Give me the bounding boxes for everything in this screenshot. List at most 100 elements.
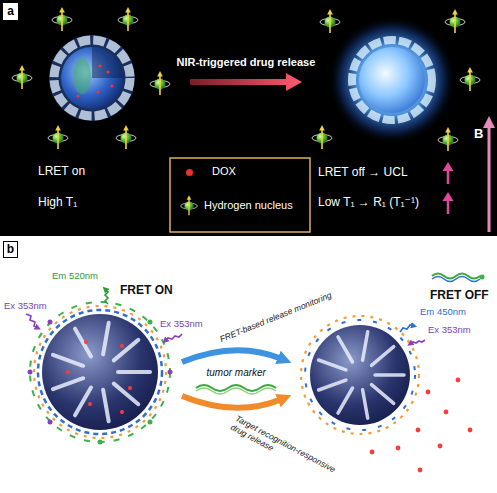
hydrogen-nucleus-symbols [438, 127, 458, 151]
gated-nanoparticle [148, 320, 153, 325]
loaded-nanoparticle [92, 47, 123, 78]
loaded-nanoparticle [61, 47, 123, 109]
gated-nanoparticle [66, 370, 70, 374]
opened-nanoparticle [305, 320, 415, 430]
hydrogen-nucleus-symbols [116, 125, 136, 149]
increase-arrows [443, 192, 454, 201]
gated-nanoparticle [120, 410, 124, 414]
panel-letter-box: a [3, 3, 18, 20]
process-label: Target recognition-responsive drug relea… [229, 414, 349, 490]
hydrogen-nucleus-symbols [312, 125, 332, 149]
panel-letter: a [7, 5, 14, 18]
gated-nanoparticle [38, 310, 162, 434]
gated-nanoparticle [84, 340, 88, 344]
hydrogen-nucleus-symbols [12, 65, 32, 89]
gated-nanoparticle [114, 340, 139, 361]
light-rays [410, 340, 425, 344]
opened-nanoparticle [301, 316, 472, 472]
gated-nanoparticle [30, 302, 170, 442]
opened-nanoparticle [319, 380, 346, 390]
gated-nanoparticle [48, 420, 53, 425]
hydrogen-nucleus-symbols [52, 7, 72, 31]
released-nanoparticle [359, 47, 425, 113]
state-label: FRET ON [120, 283, 173, 297]
gated-nanoparticle [53, 378, 83, 389]
orange-process-arrow [182, 396, 282, 408]
opened-nanoparticle [338, 388, 353, 413]
light-rays [400, 325, 414, 332]
emission-label: Em 520nm [52, 270, 98, 281]
hydrogen-nucleus-symbols [118, 7, 138, 31]
gated-nanoparticle [168, 370, 173, 375]
opened-nanoparticle [396, 446, 401, 451]
increase-arrows [443, 162, 454, 171]
legend-frame [170, 158, 310, 232]
opened-nanoparticle [438, 444, 443, 449]
loaded-nanoparticle [76, 94, 79, 97]
opened-nanoparticle [426, 390, 431, 395]
light-rays [165, 334, 182, 341]
gated-nanoparticle [53, 355, 83, 366]
opened-nanoparticle [456, 378, 461, 383]
legend-text: Hydrogen nucleus [204, 199, 293, 212]
state-label: High T₁ [38, 195, 77, 209]
tumor-marker-strand [196, 385, 276, 394]
legend-text: DOX [212, 165, 236, 178]
opened-nanoparticle [416, 428, 421, 433]
field-label: B [474, 126, 483, 142]
gated-nanoparticle [88, 402, 92, 406]
excitation-label: Ex 353nm [160, 318, 203, 329]
gated-nanoparticle [53, 323, 150, 422]
gated-nanoparticle [75, 329, 91, 357]
nir-arrow [190, 73, 302, 91]
opened-nanoparticle [310, 325, 410, 425]
hydrogen-nucleus-symbols [445, 9, 465, 33]
opened-nanoparticle [363, 390, 368, 419]
opened-nanoparticle [444, 410, 449, 415]
gated-nanoparticle [98, 440, 103, 445]
gated-nanoparticle [128, 386, 132, 390]
gated-nanoparticle [28, 302, 173, 445]
state-label: FRET OFF [430, 288, 489, 302]
opened-nanoparticle [370, 378, 473, 473]
released-nanoparticle [328, 16, 456, 144]
light-rays [26, 314, 38, 328]
opened-nanoparticle [363, 332, 368, 361]
released-strand [432, 274, 485, 282]
state-label: LRET on [38, 164, 85, 178]
field-arrow [488, 127, 491, 232]
loaded-nanoparticle [110, 84, 113, 87]
gated-nanoparticle [114, 384, 139, 405]
tumor-marker-strand [196, 388, 276, 394]
gated-nanoparticle [103, 390, 109, 422]
trigger-label: tumor marker [207, 367, 266, 379]
gated-nanoparticle [34, 306, 166, 438]
excitation-label: Ex 353nm [4, 300, 47, 311]
gated-nanoparticle [75, 388, 91, 416]
excitation-label: Ex 353nm [428, 324, 471, 335]
emission-label: Em 450nm [420, 306, 466, 317]
blue-process-arrow [182, 350, 282, 362]
opened-nanoparticle [338, 337, 353, 362]
loaded-nanoparticle [96, 90, 99, 93]
hydrogen-nucleus-symbols [150, 71, 170, 95]
gated-nanoparticle [103, 323, 109, 355]
hydrogen-nucleus-symbols [48, 125, 68, 149]
opened-nanoparticle [418, 468, 423, 473]
gated-nanoparticle [28, 320, 173, 445]
panel-a-ground [0, 0, 497, 236]
released-nanoparticle [352, 40, 432, 120]
arrow-label: NIR-triggered drug release [177, 56, 316, 69]
field-arrow [483, 116, 495, 232]
opened-nanoparticle [372, 347, 394, 366]
opened-nanoparticle [372, 385, 394, 404]
increase-arrows [447, 170, 450, 184]
released-strand [432, 277, 480, 282]
opened-nanoparticle [319, 360, 346, 370]
opened-nanoparticle [468, 428, 473, 433]
gated-nanoparticle [120, 344, 124, 348]
field-arrow [483, 116, 495, 128]
result-label: Low T₁ → R₁ (T₁⁻¹) [318, 195, 419, 209]
legend-symbol [179, 194, 199, 218]
